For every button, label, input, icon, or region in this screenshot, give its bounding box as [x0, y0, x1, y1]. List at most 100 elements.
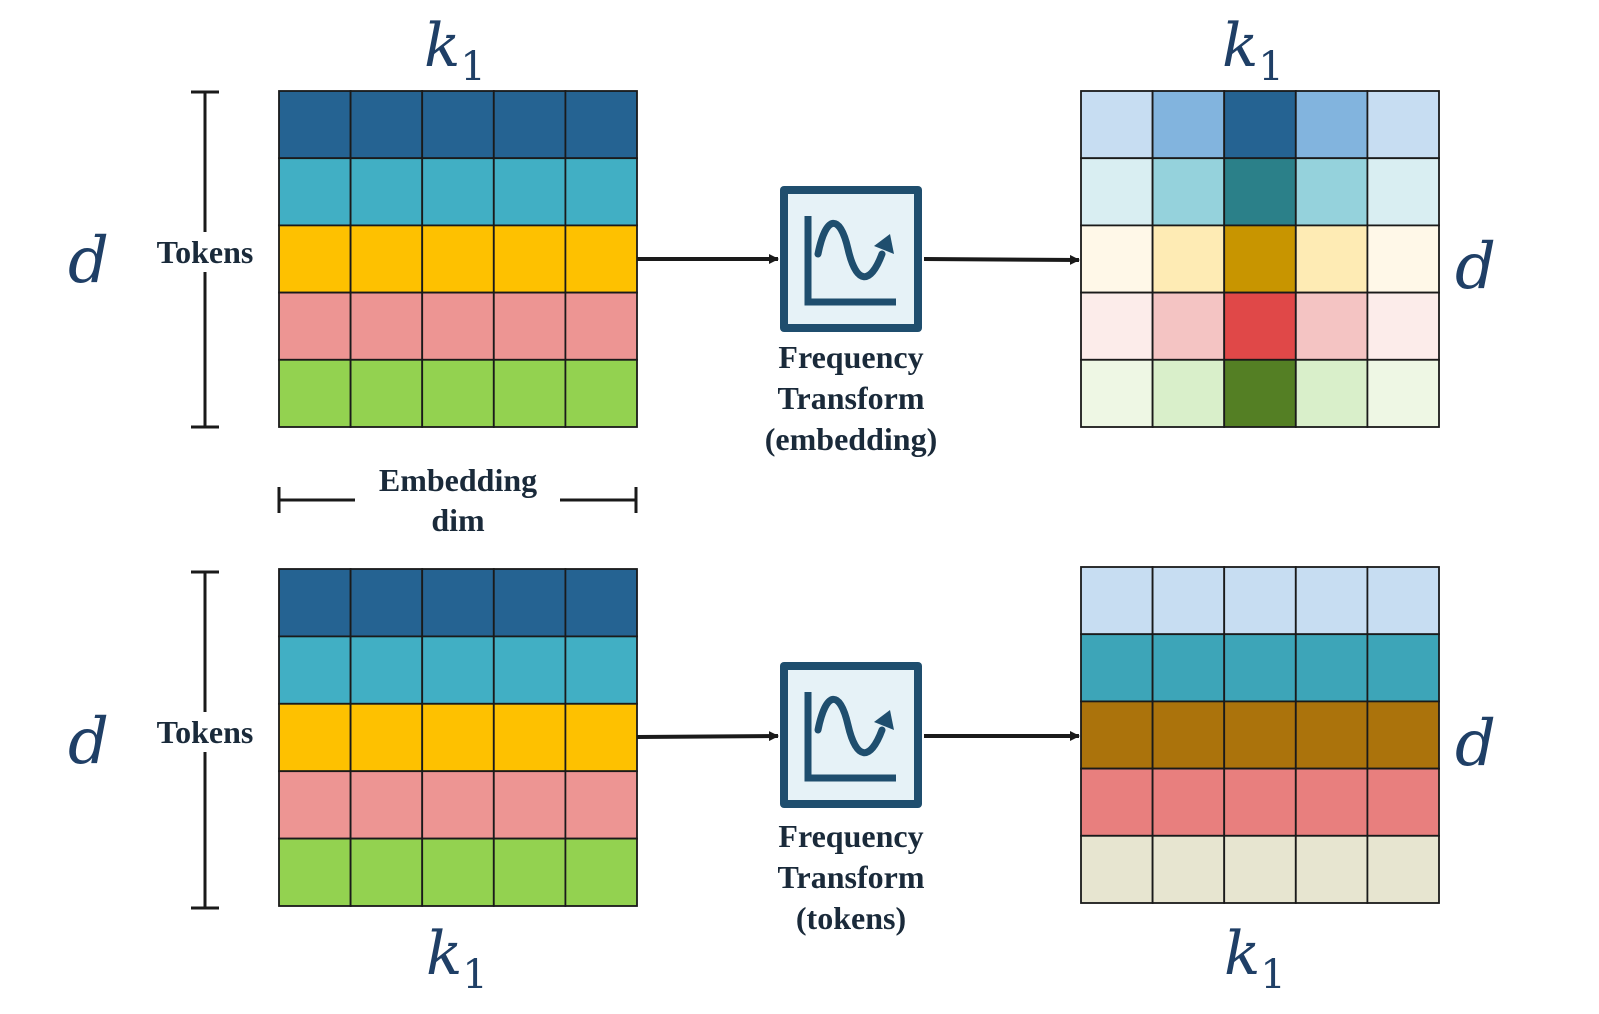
bottom-output-cell-r3-c3 — [1223, 700, 1297, 770]
top-input-matrix — [278, 90, 638, 428]
top-output-cell-r3-c1 — [1080, 224, 1154, 294]
frequency-wave-icon — [780, 186, 922, 332]
top-input-cell-r3-c4 — [492, 224, 567, 294]
top-tokens-bracket — [191, 90, 219, 429]
frequency-wave-icon — [780, 662, 922, 808]
top-input-cell-r2-c5 — [564, 157, 638, 227]
bottom-output-k-label: k1 — [1224, 919, 1286, 998]
bottom-input-cell-r3-c5 — [564, 702, 638, 773]
bottom-input-cell-r5-c5 — [564, 837, 638, 907]
bottom-input-cell-r3-c1 — [278, 702, 352, 773]
top-output-cell-r4-c5 — [1366, 291, 1440, 361]
bottom-input-cell-r2-c4 — [492, 635, 567, 705]
bottom-output-cell-r3-c5 — [1366, 700, 1440, 770]
bottom-input-cell-r4-c2 — [349, 770, 424, 840]
bottom-input-cell-r2-c1 — [278, 635, 352, 705]
top-output-cell-r2-c1 — [1080, 157, 1154, 227]
bottom-transform-label-line2: Transform — [778, 859, 925, 895]
bottom-output-cell-r4-c3 — [1223, 767, 1297, 837]
bottom-output-cell-r3-c2 — [1151, 700, 1226, 770]
bottom-output-cell-r2-c1 — [1080, 633, 1154, 703]
bottom-output-cell-r1-c3 — [1223, 566, 1297, 636]
top-input-cell-r1-c4 — [492, 90, 567, 160]
top-output-cell-r1-c1 — [1080, 90, 1154, 160]
top-output-cell-r2-c2 — [1151, 157, 1226, 227]
top-input-cell-r1-c2 — [349, 90, 424, 160]
bottom-input-cell-r4-c3 — [421, 770, 495, 840]
top-input-cell-r3-c1 — [278, 224, 352, 294]
top-input-cell-r3-c2 — [349, 224, 424, 294]
top-transform-label-line2: Transform — [778, 380, 925, 416]
bottom-input-cell-r4-c4 — [492, 770, 567, 840]
top-frequency-transform-block: Frequency Transform (embedding) — [765, 186, 937, 457]
bottom-output-cell-r4-c4 — [1294, 767, 1369, 837]
bottom-input-cell-r2-c3 — [421, 635, 495, 705]
bottom-input-cell-r1-c5 — [564, 568, 638, 638]
bottom-input-k-label: k1 — [426, 919, 488, 998]
bottom-tokens-bracket — [191, 570, 219, 910]
top-input-cell-r1-c5 — [564, 90, 638, 160]
top-transform-label-line3: (embedding) — [765, 421, 937, 457]
top-input-cell-r3-c5 — [564, 224, 638, 294]
top-output-cell-r2-c3 — [1223, 157, 1297, 227]
top-output-cell-r1-c3 — [1223, 90, 1297, 160]
top-output-cell-r2-c5 — [1366, 157, 1440, 227]
bottom-input-cell-r5-c3 — [421, 837, 495, 907]
bottom-output-cell-r5-c1 — [1080, 834, 1154, 904]
bottom-input-cell-r1-c1 — [278, 568, 352, 638]
top-input-cell-r5-c2 — [349, 358, 424, 428]
bottom-output-cell-r5-c5 — [1366, 834, 1440, 904]
top-input-cell-r2-c2 — [349, 157, 424, 227]
top-output-cell-r5-c3 — [1223, 358, 1297, 428]
top-input-cell-r5-c1 — [278, 358, 352, 428]
bottom-output-d-label: d — [1455, 707, 1496, 781]
top-input-cell-r5-c4 — [492, 358, 567, 428]
top-output-cell-r3-c5 — [1366, 224, 1440, 294]
top-output-cell-r5-c4 — [1294, 358, 1369, 428]
bottom-frequency-transform-block: Frequency Transform (tokens) — [778, 662, 925, 936]
bottom-output-cell-r2-c3 — [1223, 633, 1297, 703]
top-input-cell-r1-c1 — [278, 90, 352, 160]
bottom-output-cell-r1-c5 — [1366, 566, 1440, 636]
top-input-cell-r4-c4 — [492, 291, 567, 361]
top-input-cell-r4-c5 — [564, 291, 638, 361]
top-output-cell-r1-c4 — [1294, 90, 1369, 160]
bottom-output-cell-r4-c1 — [1080, 767, 1154, 837]
top-output-cell-r3-c2 — [1151, 224, 1226, 294]
top-input-cell-r4-c3 — [421, 291, 495, 361]
bottom-transform-label-line1: Frequency — [778, 818, 923, 854]
bottom-input-cell-r5-c4 — [492, 837, 567, 907]
bottom-input-cell-r2-c2 — [349, 635, 424, 705]
bottom-output-cell-r2-c5 — [1366, 633, 1440, 703]
bottom-output-cell-r4-c2 — [1151, 767, 1226, 837]
top-output-cell-r4-c1 — [1080, 291, 1154, 361]
top-input-cell-r2-c4 — [492, 157, 567, 227]
top-output-cell-r3-c3 — [1223, 224, 1297, 294]
bottom-transform-label-line3: (tokens) — [796, 900, 906, 936]
bottom-output-cell-r5-c2 — [1151, 834, 1226, 904]
bottom-output-cell-r1-c2 — [1151, 566, 1226, 636]
bottom-tokens-label: Tokens — [157, 714, 254, 750]
top-input-cell-r1-c3 — [421, 90, 495, 160]
top-output-cell-r1-c5 — [1366, 90, 1440, 160]
bottom-output-cell-r2-c4 — [1294, 633, 1369, 703]
top-output-cell-r5-c2 — [1151, 358, 1226, 428]
top-output-cell-r4-c2 — [1151, 291, 1226, 361]
bottom-output-cell-r4-c5 — [1366, 767, 1440, 837]
bottom-arrow-in — [636, 731, 779, 742]
top-output-k-label: k1 — [1222, 11, 1284, 90]
bottom-input-cell-r1-c2 — [349, 568, 424, 638]
top-output-cell-r3-c4 — [1294, 224, 1369, 294]
bottom-input-cell-r5-c1 — [278, 837, 352, 907]
top-output-cell-r5-c5 — [1366, 358, 1440, 428]
bottom-input-cell-r3-c2 — [349, 702, 424, 773]
bottom-input-cell-r4-c5 — [564, 770, 638, 840]
top-input-k-label: k1 — [424, 11, 486, 90]
bottom-output-cell-r3-c1 — [1080, 700, 1154, 770]
bottom-input-d-label: d — [68, 705, 109, 779]
top-output-matrix — [1080, 90, 1440, 428]
bottom-input-cell-r1-c4 — [492, 568, 567, 638]
bottom-output-cell-r2-c2 — [1151, 633, 1226, 703]
top-input-cell-r2-c1 — [278, 157, 352, 227]
top-input-cell-r4-c1 — [278, 291, 352, 361]
